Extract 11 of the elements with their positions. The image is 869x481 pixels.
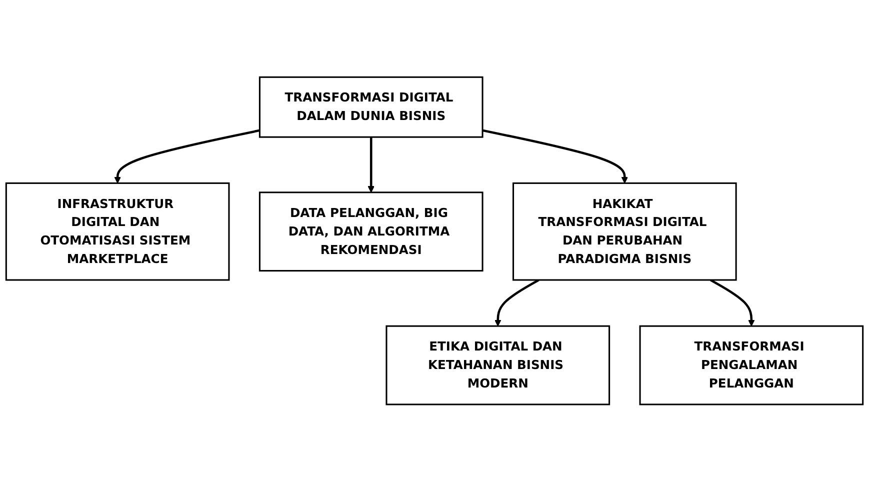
arrow [114, 128, 260, 184]
node-box: TRANSFORMASI DIGITAL DALAM DUNIA BISNIS [258, 76, 484, 138]
arrow [710, 278, 755, 326]
node-box: HAKIKAT TRANSFORMASI DIGITAL DAN PERUBAHAN PARADIGMA BISNIS [512, 182, 737, 280]
arrow [368, 136, 374, 192]
arrow [494, 278, 540, 326]
arrow [482, 128, 628, 184]
node-box: INFRASTRUKTUR DIGITAL DAN OTOMATISASI SISTEM MARKETPLACE [5, 182, 230, 280]
node-box: ETIKA DIGITAL DAN KETAHANAN BISNIS MODERN [386, 325, 610, 405]
node-box: DATA PELANGGAN, BIG DATA, DAN ALGORITMA REKOMENDASI [258, 191, 484, 272]
node-box: TRANSFORMASI PENGALAMAN PELANGGAN [639, 325, 864, 405]
